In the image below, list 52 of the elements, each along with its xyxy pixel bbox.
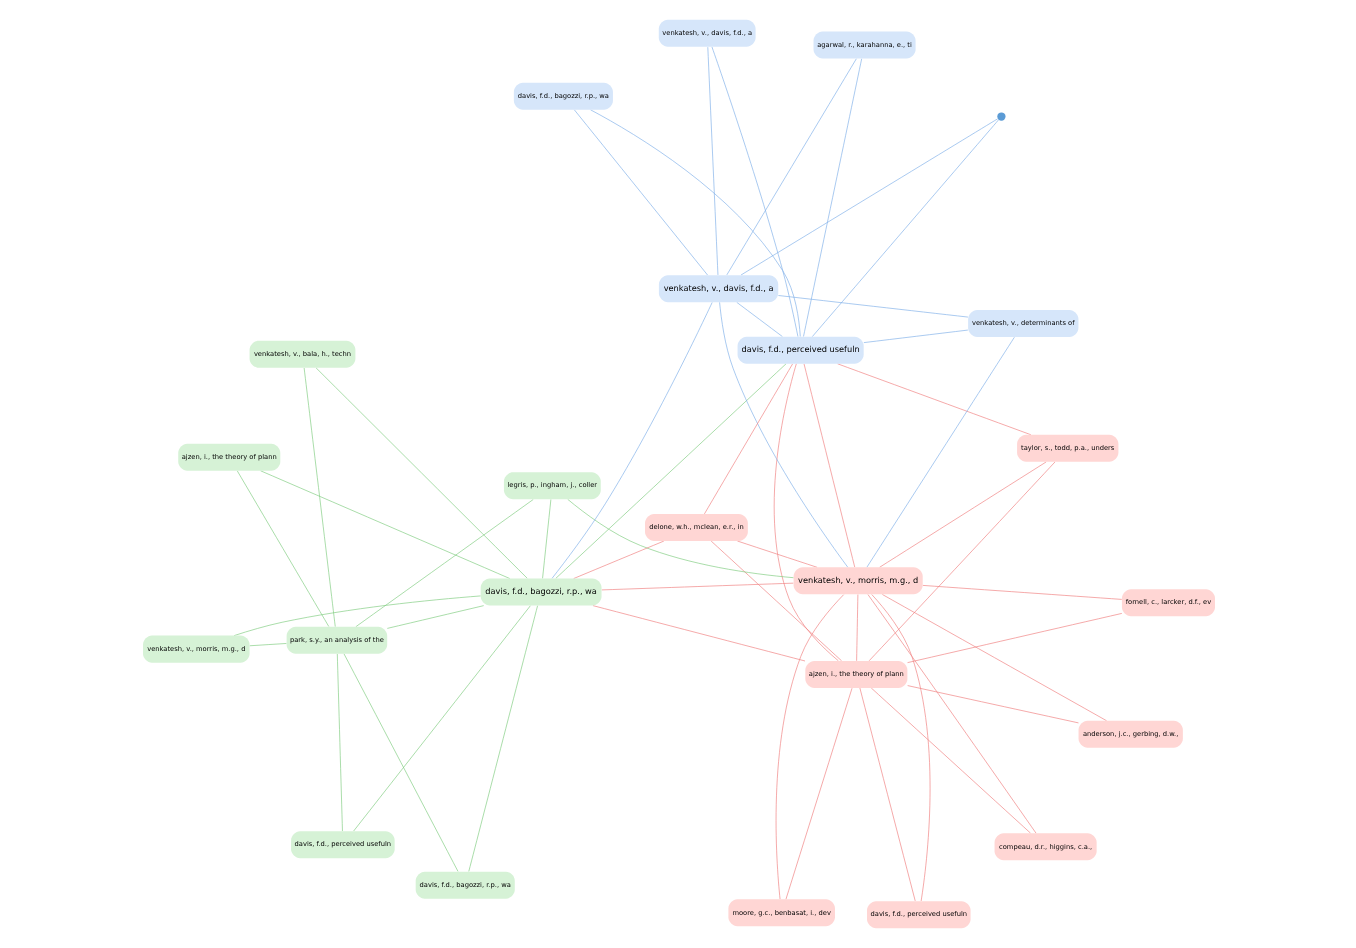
node-circle — [996, 112, 1005, 121]
connector — [869, 687, 1030, 834]
connector — [467, 605, 537, 872]
connector — [836, 363, 1031, 436]
connector — [703, 363, 792, 515]
connector — [232, 595, 480, 636]
connector — [870, 594, 930, 902]
connector — [259, 470, 510, 579]
connector — [865, 336, 1014, 568]
connector — [906, 685, 1078, 724]
connector — [554, 363, 786, 579]
connector — [600, 582, 793, 591]
connector — [735, 301, 782, 337]
connector — [572, 540, 664, 579]
connector — [589, 109, 800, 337]
connector — [810, 119, 998, 337]
connector — [706, 46, 718, 276]
connector — [862, 329, 968, 343]
connector — [709, 540, 841, 662]
connector — [725, 58, 856, 276]
connector — [784, 687, 852, 900]
connector — [878, 461, 1046, 568]
connector — [550, 302, 712, 579]
connector — [352, 605, 530, 832]
connector — [566, 498, 793, 579]
connector — [777, 295, 968, 318]
connector — [385, 605, 483, 629]
connector — [710, 46, 798, 337]
connector — [906, 613, 1122, 663]
connector — [302, 367, 335, 628]
connector — [248, 643, 286, 647]
connector — [881, 594, 1106, 722]
connector — [736, 540, 817, 568]
connector — [867, 461, 1055, 662]
connector — [802, 363, 855, 568]
connector — [335, 653, 342, 832]
connector — [802, 58, 862, 337]
connector — [921, 585, 1122, 600]
connector — [591, 605, 805, 662]
connector — [235, 470, 329, 627]
connector — [342, 653, 458, 872]
connector — [739, 118, 998, 276]
connector — [572, 109, 707, 276]
connector — [314, 367, 527, 579]
connector — [354, 499, 533, 628]
connector — [866, 594, 1036, 834]
connector — [774, 594, 844, 900]
connector — [541, 499, 551, 579]
connector — [718, 301, 848, 568]
connector — [772, 363, 838, 662]
connector — [855, 594, 858, 662]
connector — [858, 687, 915, 902]
